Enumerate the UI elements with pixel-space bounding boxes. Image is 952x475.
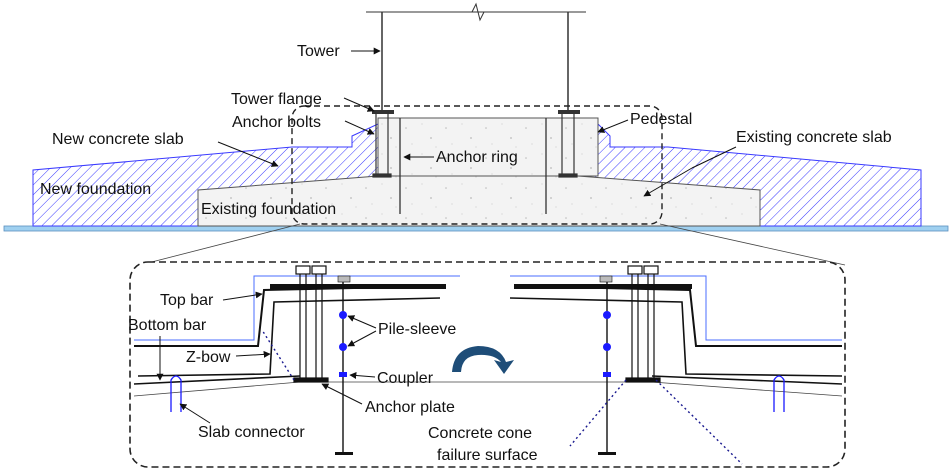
label-slab-connector: Slab connector bbox=[198, 424, 305, 441]
label-tower: Tower bbox=[297, 43, 340, 60]
coupler-left bbox=[339, 372, 347, 377]
label-pedestal: Pedestal bbox=[630, 111, 692, 128]
label-tower-flange: Tower flange bbox=[231, 91, 322, 108]
break-symbol bbox=[471, 2, 485, 22]
label-concrete-cone-line2: failure surface bbox=[437, 447, 538, 464]
label-pile-sleeve: Pile-sleeve bbox=[378, 321, 456, 338]
anchor-bolts-left bbox=[372, 112, 392, 178]
label-concrete-cone-line1: Concrete cone bbox=[428, 425, 532, 442]
slab-connector-right bbox=[773, 375, 785, 412]
detail-callout-box bbox=[291, 105, 663, 225]
bottom-bar-left bbox=[133, 375, 301, 385]
pedestal bbox=[377, 117, 599, 177]
existing-foundation-top bbox=[133, 381, 843, 397]
anchor-bolts-right bbox=[558, 112, 578, 178]
label-anchor-bolts: Anchor bolts bbox=[232, 114, 321, 131]
anchor-bolt-group-left bbox=[293, 265, 329, 383]
label-coupler: Coupler bbox=[377, 370, 434, 387]
label-anchor-ring: Anchor ring bbox=[436, 149, 518, 166]
detail-section: Top bar Bottom bar Z-bow Pile-sleeve Cou… bbox=[128, 261, 846, 468]
anchor-ring-top-right bbox=[599, 275, 613, 283]
label-existing-concrete-slab: Existing concrete slab bbox=[736, 129, 892, 146]
flange-plate-right bbox=[514, 284, 692, 289]
z-bow-left bbox=[137, 297, 441, 377]
label-bottom-bar: Bottom bar bbox=[128, 317, 207, 334]
coupler-right bbox=[603, 372, 611, 377]
z-bow-right bbox=[509, 297, 843, 377]
projection-line-left bbox=[139, 223, 301, 266]
tower-flange-right bbox=[558, 110, 580, 114]
detail-frame bbox=[129, 261, 846, 468]
flange-plate-left bbox=[270, 284, 446, 289]
top-elevation: Tower Tower flange Anchor bolts New conc… bbox=[3, 2, 949, 266]
pedestal-outline bbox=[134, 275, 460, 341]
label-new-foundation: New foundation bbox=[40, 181, 151, 198]
anchor-ring-base-right bbox=[598, 452, 616, 455]
rotation-arrow bbox=[452, 346, 514, 374]
anchor-ring-base-left bbox=[335, 452, 353, 455]
ground-line bbox=[3, 225, 949, 232]
pile-sleeve-dot bbox=[603, 343, 611, 351]
cone-line-right bbox=[655, 379, 743, 465]
bottom-bar-right bbox=[651, 375, 843, 385]
tower-flange-left bbox=[372, 110, 394, 114]
pile-sleeve-dot bbox=[603, 311, 611, 319]
pile-sleeve-dot bbox=[339, 343, 347, 351]
label-z-bow: Z-bow bbox=[186, 349, 231, 366]
label-existing-foundation: Existing foundation bbox=[201, 201, 336, 218]
label-top-bar: Top bar bbox=[160, 292, 214, 309]
projection-line-right bbox=[659, 223, 846, 266]
slab-connector-left bbox=[170, 375, 182, 412]
anchor-ring-top-left bbox=[337, 275, 351, 283]
label-new-concrete-slab: New concrete slab bbox=[52, 131, 184, 148]
label-anchor-plate: Anchor plate bbox=[365, 399, 455, 416]
pile-sleeve-dot bbox=[339, 311, 347, 319]
